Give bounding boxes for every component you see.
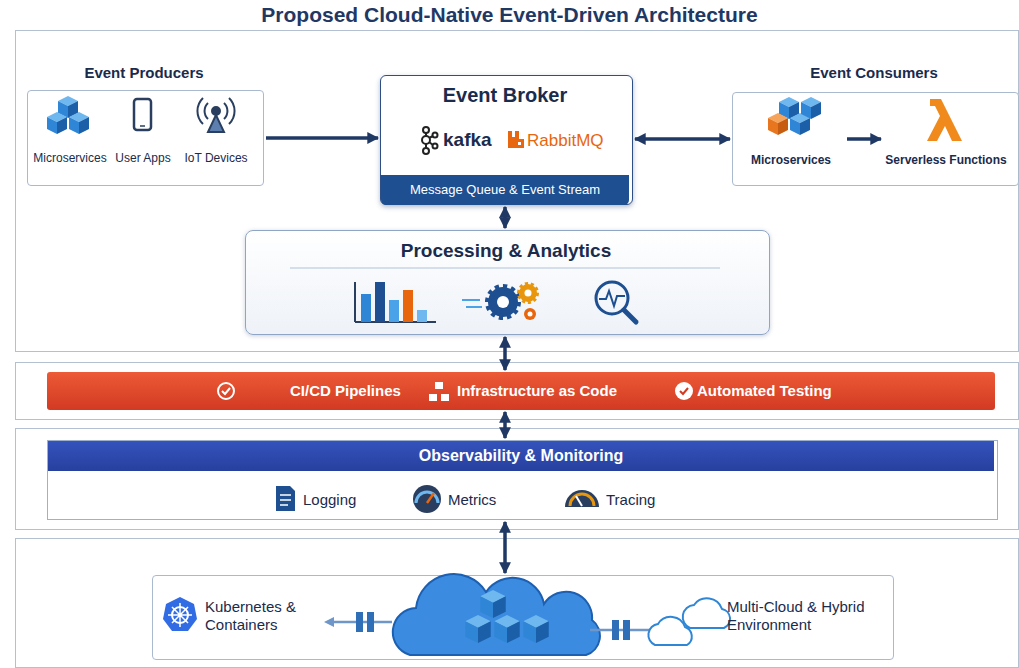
- group-heading: Event Consumers: [733, 64, 1015, 81]
- box-heading: Processing & Analytics: [246, 240, 766, 262]
- rabbitmq-label: RabbitMQ: [527, 131, 619, 151]
- bar-chart-icon: [355, 282, 436, 322]
- flow-arrow: [635, 137, 730, 141]
- icon-label: Microservices: [741, 153, 841, 167]
- consumer-item: Serverless Functions: [883, 99, 1013, 179]
- consumer-microservices-icon: [768, 97, 821, 135]
- band-item: Metrics: [448, 491, 528, 508]
- band-item: Infrastructure as Code: [457, 382, 647, 399]
- group-heading: Event Producers: [28, 64, 260, 81]
- magnifier-icon: [596, 282, 636, 322]
- kafka-label: kafka: [443, 129, 499, 151]
- cloud-link-right: [590, 620, 650, 640]
- monitoring-icon: [395, 446, 413, 464]
- infra-label: Multi-Cloud & Hybrid Environment: [727, 598, 891, 634]
- band-item: Logging: [303, 491, 383, 508]
- diagram-title: Proposed Cloud-Native Event-Driven Archi…: [0, 3, 1019, 27]
- microservices-icon: [47, 96, 89, 134]
- logging-icon: [276, 486, 295, 511]
- infra-label: Kubernetes & Containers: [205, 598, 323, 634]
- flow-arrow: [503, 207, 507, 228]
- iot-antenna-icon: [197, 98, 234, 132]
- flow-arrow: [266, 136, 378, 140]
- lambda-icon: [927, 99, 962, 141]
- icon-label: IoT Devices: [174, 151, 258, 165]
- broker-box: Event Broker kafka RabbitMQ Message Queue &…: [380, 75, 633, 205]
- kafka-logo: [422, 127, 438, 154]
- kubernetes-icon: [163, 597, 197, 631]
- gears-icon: [462, 284, 537, 320]
- icon-label: User Apps: [112, 151, 174, 165]
- iac-icon: [429, 382, 449, 401]
- broker-strip: Message Queue & Event Stream: [381, 175, 629, 205]
- band-item: Tracing: [606, 491, 686, 508]
- devops-band: CI/CD Pipelines Infrastructure as Code Aut…: [47, 372, 995, 410]
- flow-arrow: [503, 337, 507, 370]
- observability-band: Observability & MonitoringLogging Metrics…: [47, 440, 998, 520]
- cloud-illustration: [393, 574, 600, 655]
- rabbitmq-logo: [508, 131, 524, 148]
- testing-icon: [675, 382, 693, 400]
- cloud-link-left: [324, 612, 392, 632]
- flow-arrow: [503, 412, 507, 438]
- multi-cloud-icon: [648, 598, 730, 645]
- cicd-icon: [218, 383, 234, 399]
- band-heading: Observability & Monitoring: [48, 441, 994, 471]
- band-item: Automated Testing: [697, 382, 857, 399]
- icon-label: Serverless Functions: [883, 153, 1009, 167]
- box-heading: Event Broker: [381, 84, 629, 107]
- flow-arrow: [503, 522, 507, 573]
- flow-arrow: [847, 137, 881, 141]
- tracing-gauge-icon: [565, 490, 599, 507]
- icon-label: Microservices: [28, 151, 112, 165]
- metrics-gauge-icon: [413, 485, 441, 513]
- phone-icon: [134, 99, 151, 130]
- processing-divider: [290, 268, 720, 269]
- band-item: CI/CD Pipelines: [290, 382, 420, 399]
